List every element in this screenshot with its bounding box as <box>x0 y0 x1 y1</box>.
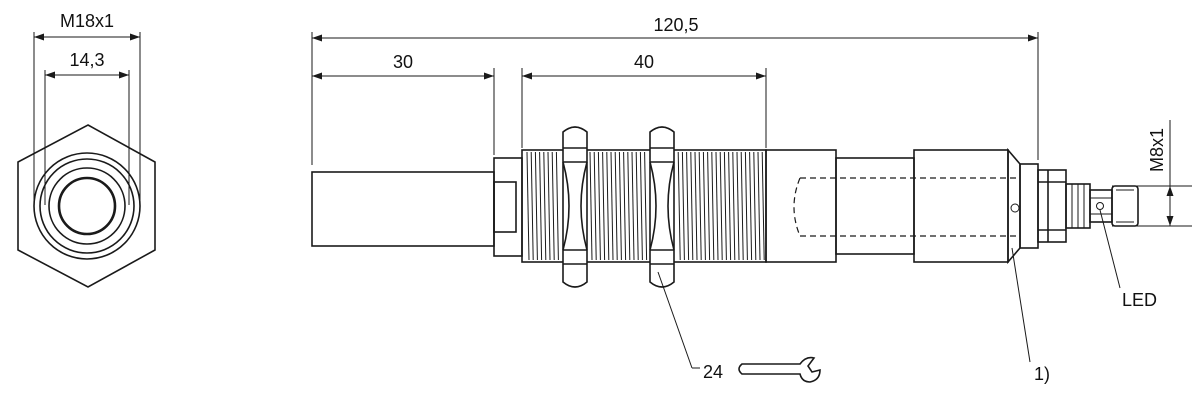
m8-connector <box>1037 169 1139 243</box>
rear-body-3 <box>913 149 1009 263</box>
thread-line <box>539 151 543 261</box>
rear-body-2 <box>835 157 915 255</box>
sensing-face-outer-circle <box>48 167 126 245</box>
thread-line <box>526 151 530 261</box>
wrench-icon <box>738 356 821 383</box>
thread-line <box>761 151 765 261</box>
thread-line <box>740 151 744 261</box>
dim-thread-inner-label: 14,3 <box>69 50 104 70</box>
thread-line <box>715 151 719 261</box>
hex-nut-2 <box>649 126 675 288</box>
dim-sensing-length-label: 30 <box>393 52 413 72</box>
sensing-tip <box>311 171 495 247</box>
wrench-size-label: 24 <box>703 362 723 382</box>
thread-line <box>732 151 736 261</box>
thread-line <box>644 151 648 261</box>
thread-line <box>694 151 698 261</box>
thread-line <box>597 151 601 261</box>
thread-line <box>555 151 559 261</box>
leader-note <box>1011 247 1031 363</box>
side-view: 120,5 30 40 M8x1 24 1) LED <box>311 15 1192 384</box>
thread-line <box>627 151 631 261</box>
thread-line <box>702 151 706 261</box>
thread-line <box>631 151 635 261</box>
rear-body-1 <box>765 149 837 263</box>
thread-line <box>589 151 593 261</box>
hex-nut-1 <box>562 126 588 288</box>
thread-line <box>551 151 555 261</box>
thread-line <box>593 151 597 261</box>
thread-line <box>534 151 538 261</box>
thread-line <box>614 151 618 261</box>
thread-line <box>707 151 711 261</box>
thread-line <box>623 151 627 261</box>
rear-collar <box>1019 163 1039 249</box>
thread-line <box>635 151 639 261</box>
thread-line <box>681 151 685 261</box>
thread-line <box>698 151 702 261</box>
hex-nut-outline <box>17 124 156 288</box>
thread-line <box>749 151 753 261</box>
leader-wrench <box>657 271 693 369</box>
thread-line <box>757 151 761 261</box>
thread-line <box>723 151 727 261</box>
thread-line <box>744 151 748 261</box>
thread-inner-circle <box>39 158 135 254</box>
hidden-internal-line <box>793 177 1020 237</box>
thread-outer-circle <box>33 152 141 260</box>
note-ref-label: 1) <box>1034 364 1050 384</box>
dim-thread-length-label: 40 <box>634 52 654 72</box>
sensing-face-inner-circle <box>57 176 117 236</box>
thread-line <box>547 151 551 261</box>
led-window <box>1096 202 1104 210</box>
thread-line <box>543 151 547 261</box>
led-label: LED <box>1122 290 1157 310</box>
thread-line <box>606 151 610 261</box>
thread-line <box>753 151 757 261</box>
thread-line <box>736 151 740 261</box>
leader-led <box>1099 209 1121 289</box>
thread-line <box>677 151 681 261</box>
thread-line <box>602 151 606 261</box>
front-view: M18x1 14,3 <box>17 11 156 288</box>
thread-line <box>686 151 690 261</box>
dim-connector-thread-label: M8x1 <box>1147 128 1167 172</box>
thread-line <box>639 151 643 261</box>
thread-line <box>711 151 715 261</box>
dim-overall-length-label: 120,5 <box>653 15 698 35</box>
flange <box>493 157 523 257</box>
thread-line <box>728 151 732 261</box>
thread-line <box>610 151 614 261</box>
thread-line <box>690 151 694 261</box>
thread-hatching <box>526 151 765 261</box>
thread-line <box>618 151 622 261</box>
marking-dot <box>1010 203 1020 213</box>
thread-line <box>719 151 723 261</box>
flange-inner <box>493 181 517 233</box>
dim-thread-main-label: M18x1 <box>60 11 114 31</box>
thread-line <box>530 151 534 261</box>
